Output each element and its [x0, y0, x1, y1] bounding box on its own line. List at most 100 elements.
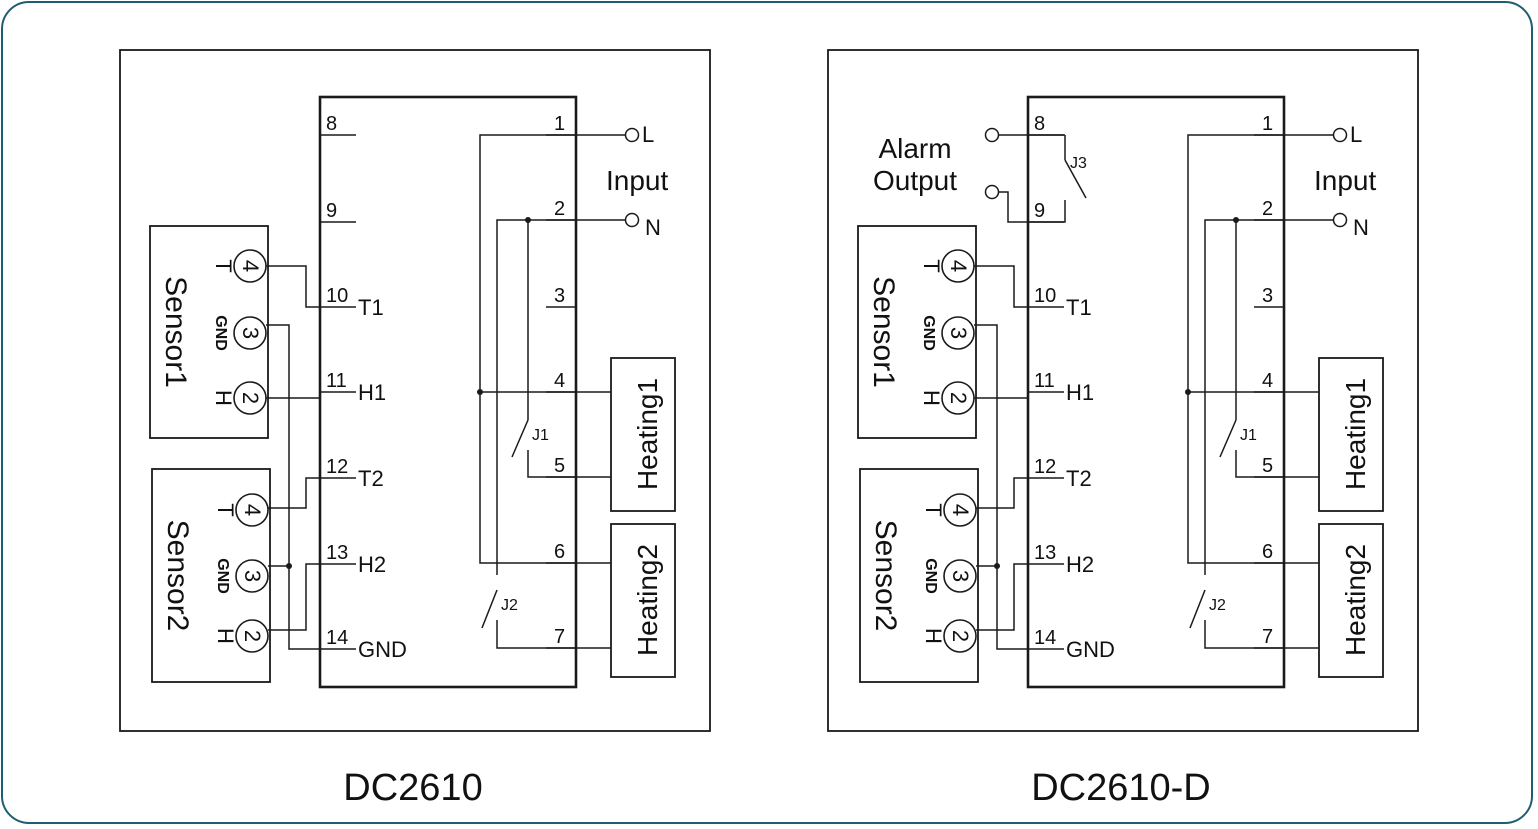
pin-number: 2 — [946, 392, 971, 404]
junction-dot — [1233, 217, 1239, 223]
pin-number: 3 — [240, 570, 265, 582]
terminal-circle — [984, 184, 1000, 200]
pin-number: 4 — [238, 260, 263, 272]
terminal-number: 14 — [1034, 627, 1056, 649]
sensor2-box — [151, 468, 271, 683]
pin-circle — [235, 493, 269, 527]
diagram-title: DC2610-D — [1031, 767, 1211, 809]
junction-dot — [1185, 389, 1191, 395]
sensor2-label: Sensor2 — [869, 520, 902, 632]
j2-out-wire — [496, 620, 576, 649]
relay-j1-label: J1 — [532, 427, 549, 444]
j1-contact — [1219, 419, 1237, 458]
terminal-number: 13 — [326, 542, 348, 564]
pin-label: GND — [920, 315, 937, 351]
terminal-number: 10 — [1034, 285, 1056, 307]
terminal-number: 4 — [554, 370, 565, 392]
relay-j2-label: J2 — [1209, 597, 1226, 614]
diagram-title: DC2610 — [343, 767, 482, 809]
pin-label: T — [213, 503, 238, 516]
sensor1-label: Sensor1 — [159, 276, 192, 388]
sensor1-box — [149, 225, 269, 439]
terminal-number: 6 — [554, 541, 565, 563]
heating2-label: Heating2 — [1340, 544, 1371, 656]
l-bus-wire — [479, 134, 576, 564]
terminal-number: 5 — [554, 455, 565, 477]
terminal-number: 6 — [1262, 541, 1273, 563]
input-label: Input — [606, 165, 668, 196]
sensor1-label: Sensor1 — [867, 276, 900, 388]
terminal-number: 3 — [554, 285, 565, 307]
s2-h-wire — [976, 563, 1028, 631]
relay-j2-label: J2 — [501, 597, 518, 614]
heating2-label: Heating2 — [632, 544, 663, 656]
s1-t-wire — [974, 265, 1028, 308]
j2-out-wire — [1204, 620, 1284, 649]
input-l-label: L — [1350, 122, 1362, 147]
s2-h-wire — [268, 563, 320, 631]
pin-number: 2 — [240, 630, 265, 642]
terminal-number: 5 — [1262, 455, 1273, 477]
terminal-number: 9 — [326, 200, 337, 222]
terminal-circle — [1332, 127, 1348, 143]
l-bus-wire — [1187, 134, 1284, 564]
signal-label: T2 — [358, 466, 384, 491]
terminal-circle — [1332, 212, 1348, 228]
n-bus-wire — [496, 219, 576, 575]
pin-label: H — [919, 390, 944, 406]
pin-label: T — [921, 503, 946, 516]
terminal-circle — [984, 127, 1000, 143]
pin-circle — [943, 493, 977, 527]
gnd-bus-wire — [266, 324, 320, 650]
sensor2-label: Sensor2 — [161, 520, 194, 632]
pin-circle — [233, 316, 267, 350]
terminal-circle — [624, 127, 640, 143]
terminal-number: 3 — [1262, 285, 1273, 307]
terminal-number: 1 — [1262, 113, 1273, 135]
s2-t-wire — [976, 477, 1028, 509]
pin-number: 4 — [946, 260, 971, 272]
terminal-number: 1 — [554, 113, 565, 135]
heating1-label: Heating1 — [632, 378, 663, 490]
j2-contact — [481, 589, 498, 629]
terminal-number: 10 — [326, 285, 348, 307]
signal-label: H1 — [1066, 380, 1094, 405]
diagram-panel — [119, 49, 711, 732]
heating2-box — [610, 523, 676, 678]
j1-contact — [511, 419, 529, 458]
j1-out-wire — [1235, 450, 1284, 478]
alarm-label-line1: Alarm — [878, 133, 951, 164]
terminal-number: 7 — [1262, 626, 1273, 648]
terminal-number: 7 — [554, 626, 565, 648]
pin-label: H — [213, 628, 238, 644]
input-n-label: N — [645, 215, 661, 240]
pin-circle — [943, 619, 977, 653]
sensor2-box — [859, 468, 979, 683]
heating1-label: Heating1 — [1340, 378, 1371, 490]
s2-t-wire — [268, 477, 320, 509]
alarm-wire-9 — [998, 191, 1066, 223]
diagram-panel — [827, 49, 1419, 732]
pin-number: 2 — [238, 392, 263, 404]
pin-number: 3 — [946, 327, 971, 339]
heating1-box — [610, 357, 676, 512]
pin-circle — [235, 559, 269, 593]
pin-number: 2 — [948, 630, 973, 642]
terminal-number: 2 — [1262, 198, 1273, 220]
j3-contact — [1064, 159, 1087, 199]
signal-label: H2 — [1066, 552, 1094, 577]
gnd-bus-wire — [974, 324, 1028, 650]
heating2-box — [1318, 523, 1384, 678]
pin-label: GND — [212, 315, 229, 351]
input-l-label: L — [642, 122, 654, 147]
terminal-number: 12 — [1034, 456, 1056, 478]
j2-contact — [1189, 589, 1206, 629]
terminal-number: 8 — [1034, 113, 1045, 135]
pin-circle — [941, 316, 975, 350]
